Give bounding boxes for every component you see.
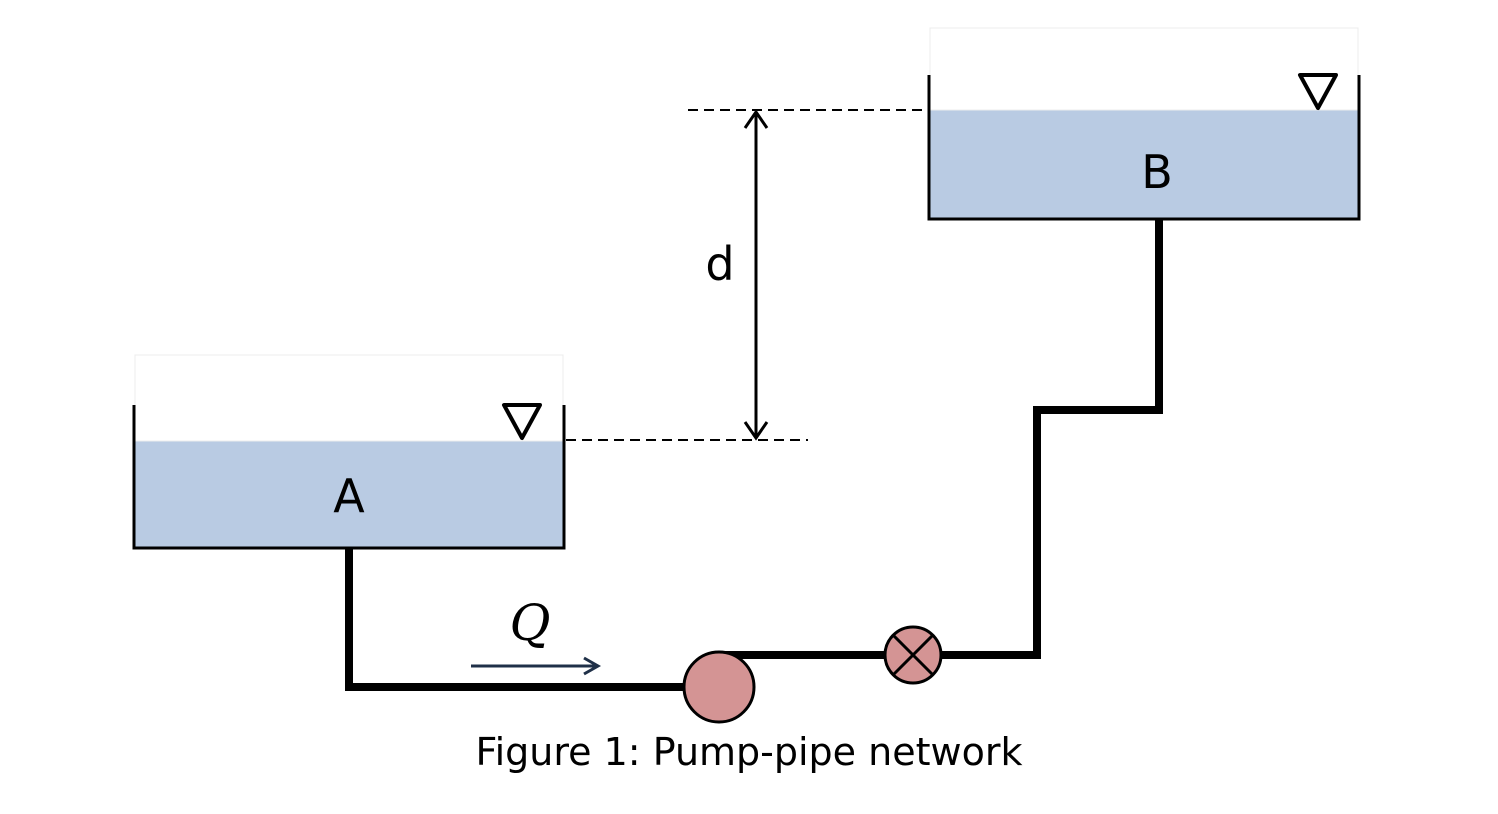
dimension-d: d: [705, 109, 769, 441]
dimension-label: d: [705, 237, 734, 291]
figure-caption: Figure 1: Pump-pipe network: [475, 730, 1023, 774]
reservoir-a-top-outline: [134, 354, 564, 442]
reservoir-b-label: B: [1141, 145, 1173, 199]
reservoir-b-water: [930, 110, 1358, 218]
free-surface-a-icon: [502, 403, 542, 440]
reservoir-b: B: [927, 27, 1361, 221]
pipe-pump-to-b: [718, 219, 1163, 659]
reservoir-a-label: A: [333, 469, 365, 523]
arrowhead-down-icon: [743, 421, 769, 441]
flow-indicator: Q: [471, 594, 602, 676]
pump-icon: [682, 650, 756, 724]
reservoir-b-walls: [927, 75, 1361, 221]
pipe-a-to-pump: [345, 548, 690, 691]
flow-arrowhead-icon: [583, 656, 602, 676]
reservoir-a: A: [132, 354, 566, 550]
flow-label: Q: [510, 594, 551, 652]
reservoir-a-water: [135, 441, 563, 547]
valve-icon: [883, 625, 943, 685]
reservoir-b-top-outline: [929, 27, 1359, 111]
arrowhead-up-icon: [743, 109, 769, 129]
free-surface-b-icon: [1298, 73, 1338, 110]
